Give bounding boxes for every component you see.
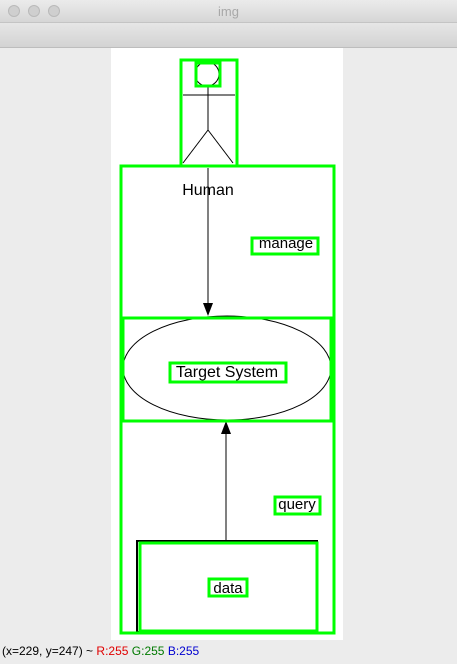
detection-box-system-label <box>168 361 288 384</box>
status-blue-value: B:255 <box>167 644 200 658</box>
manage-arrow <box>203 168 213 316</box>
minimize-window-button[interactable] <box>28 5 40 17</box>
zoom-window-button[interactable] <box>48 5 60 17</box>
close-window-button[interactable] <box>8 5 20 17</box>
detection-box-boundary <box>119 164 336 635</box>
query-label: query <box>278 496 316 513</box>
detection-box-query <box>273 495 322 516</box>
target-system-label: Target System <box>176 364 278 381</box>
detection-boxes <box>119 58 336 635</box>
window-titlebar: img <box>0 0 457 23</box>
window-title: img <box>218 4 239 19</box>
image-view[interactable]: Human manage Target System query data <box>0 48 457 640</box>
status-bar: (x=229, y=247) ~ R:255 G:255 B:255 <box>0 640 457 664</box>
detection-box-actor-head <box>194 61 222 88</box>
status-coords: (x=229, y=247) ~ <box>2 644 94 658</box>
window-toolbar <box>0 23 457 48</box>
detection-box-data-label <box>207 577 249 598</box>
data-store-label: data <box>213 580 243 597</box>
status-green-value: G:255 <box>131 644 165 658</box>
detection-box-system <box>121 316 333 423</box>
detection-box-data <box>138 541 319 633</box>
query-arrow <box>221 421 231 540</box>
data-store-box <box>136 540 318 633</box>
detection-box-manage <box>250 236 320 256</box>
image-canvas-area[interactable]: Human manage Target System query data <box>0 48 457 640</box>
status-red-value: R:255 <box>96 644 129 658</box>
